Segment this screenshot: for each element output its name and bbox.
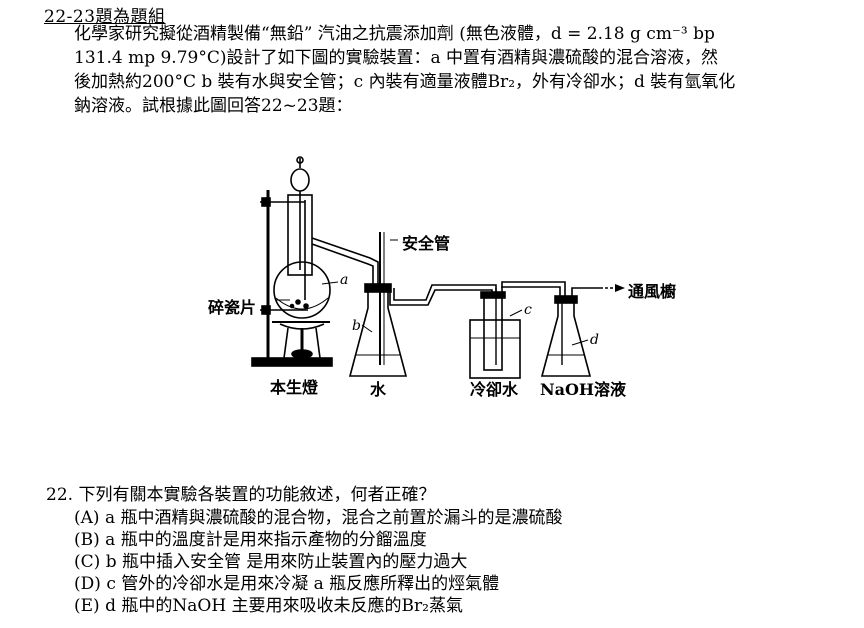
group-title: 22-23題為題組 (44, 7, 166, 27)
question-stem: 22. 下列有關本實驗各裝置的功能敘述，何者正確？ (46, 485, 436, 505)
ring-stand (251, 190, 333, 367)
option-b[interactable]: (B) a 瓶中的溫度計是用來指示產物的分餾溫度 (74, 529, 846, 551)
flask-b (348, 232, 497, 377)
intro-line: 鈉溶液。試根據此圖回答22~23題： (74, 96, 353, 116)
intro-line: 化學家研究擬從酒精製備“無鉛” 汽油之抗震添加劑 (無色液體，d = 2.18 … (74, 24, 715, 44)
option-key: (C) (74, 552, 101, 572)
label-water: 水 (370, 380, 387, 399)
option-text: d 瓶中的NaOH 主要用來吸收未反應的Br₂蒸氣 (105, 596, 463, 616)
apparatus-figure: 安全管 通風櫥 碎瓷片 本生燈 水 冷卻水 NaOH溶液 a b c d (180, 150, 700, 400)
intro-paragraph: 化學家研究擬從酒精製備“無鉛” 汽油之抗震添加劑 (無色液體，d = 2.18 … (74, 22, 844, 118)
option-text: c 管外的冷卻水是用來冷凝 a 瓶反應所釋出的烴氣體 (106, 574, 500, 594)
option-text: a 瓶中酒精與濃硫酸的混合物，混合之前置於漏斗的是濃硫酸 (104, 508, 563, 528)
option-text: b 瓶中插入安全管 是用來防止裝置內的壓力過大 (105, 552, 468, 572)
letter-a: a (340, 272, 349, 288)
apparatus-drawing (251, 156, 625, 379)
letter-d: d (590, 332, 599, 348)
option-key: (B) (74, 530, 100, 550)
flask-a (273, 156, 379, 319)
flask-d (540, 284, 625, 377)
letter-b: b (352, 318, 361, 334)
option-c[interactable]: (C) b 瓶中插入安全管 是用來防止裝置內的壓力過大 (74, 551, 846, 573)
question-22: 22. 下列有關本實驗各裝置的功能敘述，何者正確？ (A) a 瓶中酒精與濃硫酸… (46, 484, 846, 617)
burner (272, 321, 330, 359)
option-a[interactable]: (A) a 瓶中酒精與濃硫酸的混合物，混合之前置於漏斗的是濃硫酸 (74, 507, 846, 529)
option-e[interactable]: (E) d 瓶中的NaOH 主要用來吸收未反應的Br₂蒸氣 (74, 595, 846, 617)
letter-c: c (524, 302, 532, 318)
label-naoh-solution: NaOH溶液 (540, 380, 627, 399)
intro-line: 後加熱約200°C b 裝有水與安全管；c 內裝有適量液體Br₂，外有冷卻水；d… (74, 72, 736, 92)
option-text: a 瓶中的溫度計是用來指示產物的分餾溫度 (105, 530, 427, 550)
pointer-lines (276, 239, 589, 346)
beaker-c (469, 281, 566, 379)
label-safety-tube: 安全管 (402, 234, 451, 253)
option-key: (A) (74, 508, 100, 528)
label-porcelain-chips: 碎瓷片 (208, 298, 257, 317)
label-fume-hood: 通風櫥 (628, 282, 677, 301)
option-key: (D) (74, 574, 101, 594)
intro-line: 131.4 mp 9.79°C)設計了如下圖的實驗裝置：a 中置有酒精與濃硫酸的… (74, 48, 719, 68)
option-key: (E) (74, 596, 100, 616)
option-d[interactable]: (D) c 管外的冷卻水是用來冷凝 a 瓶反應所釋出的烴氣體 (74, 573, 846, 595)
label-bunsen-burner: 本生燈 (270, 378, 319, 397)
label-cooling-water: 冷卻水 (470, 380, 519, 399)
